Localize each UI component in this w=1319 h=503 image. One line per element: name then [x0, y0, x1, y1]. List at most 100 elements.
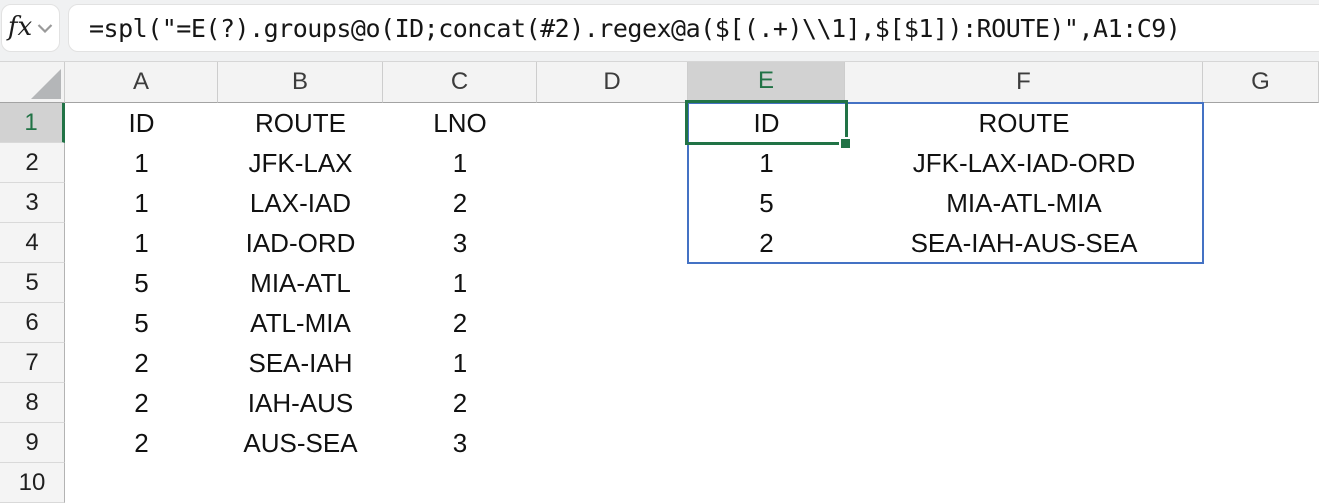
cell-A4[interactable]: 1 [65, 223, 218, 263]
cell-A5[interactable]: 5 [65, 263, 218, 303]
cell-A8[interactable]: 2 [65, 383, 218, 423]
fill-handle[interactable] [839, 137, 852, 150]
row-header-9[interactable]: 9 [0, 423, 65, 463]
cell-D4[interactable] [537, 223, 688, 263]
cell-C10[interactable] [383, 463, 537, 503]
cell-A2[interactable]: 1 [65, 143, 218, 183]
cell-F4[interactable]: SEA-IAH-AUS-SEA [845, 223, 1203, 263]
cell-G2[interactable] [1203, 143, 1319, 183]
cell-E2[interactable]: 1 [688, 143, 845, 183]
cell-G10[interactable] [1203, 463, 1319, 503]
cell-C1[interactable]: LNO [383, 103, 537, 143]
cell-A9[interactable]: 2 [65, 423, 218, 463]
cell-D1[interactable] [537, 103, 688, 143]
cell-G5[interactable] [1203, 263, 1319, 303]
cell-F5[interactable] [845, 263, 1203, 303]
formula-input[interactable]: =spl("=E(?).groups@o(ID;concat(#2).regex… [68, 4, 1319, 52]
cell-E3[interactable]: 5 [688, 183, 845, 223]
cell-G7[interactable] [1203, 343, 1319, 383]
cell-B1[interactable]: ROUTE [218, 103, 383, 143]
column-header-G[interactable]: G [1203, 62, 1319, 103]
cell-A6[interactable]: 5 [65, 303, 218, 343]
cell-B5[interactable]: MIA-ATL [218, 263, 383, 303]
cell-C9[interactable]: 3 [383, 423, 537, 463]
cell-F1[interactable]: ROUTE [845, 103, 1203, 143]
cell-D7[interactable] [537, 343, 688, 383]
cell-D2[interactable] [537, 143, 688, 183]
cell-C2[interactable]: 1 [383, 143, 537, 183]
column-header-C[interactable]: C [383, 62, 537, 103]
cell-C3[interactable]: 2 [383, 183, 537, 223]
cell-C5[interactable]: 1 [383, 263, 537, 303]
cell-F9[interactable] [845, 423, 1203, 463]
cell-A1[interactable]: ID [65, 103, 218, 143]
select-all-button[interactable] [0, 62, 65, 103]
row-header-5[interactable]: 5 [0, 263, 65, 303]
cell-E8[interactable] [688, 383, 845, 423]
cell-B9[interactable]: AUS-SEA [218, 423, 383, 463]
row-header-7[interactable]: 7 [0, 343, 65, 383]
cell-E4[interactable]: 2 [688, 223, 845, 263]
cell-E1[interactable]: ID [688, 103, 845, 143]
cell-G3[interactable] [1203, 183, 1319, 223]
column-header-F[interactable]: F [845, 62, 1203, 103]
cell-D6[interactable] [537, 303, 688, 343]
column-header-D[interactable]: D [537, 62, 688, 103]
column-header-B[interactable]: B [218, 62, 383, 103]
cell-E5[interactable] [688, 263, 845, 303]
cell-F3[interactable]: MIA-ATL-MIA [845, 183, 1203, 223]
cell-D9[interactable] [537, 423, 688, 463]
fx-button[interactable]: fx [1, 4, 60, 52]
row-header-2[interactable]: 2 [0, 143, 65, 183]
chevron-down-icon [37, 23, 53, 33]
cell-B10[interactable] [218, 463, 383, 503]
row-header-4[interactable]: 4 [0, 223, 65, 263]
row-header-6[interactable]: 6 [0, 303, 65, 343]
cell-D5[interactable] [537, 263, 688, 303]
cell-B3[interactable]: LAX-IAD [218, 183, 383, 223]
cell-C6[interactable]: 2 [383, 303, 537, 343]
cell-G1[interactable] [1203, 103, 1319, 143]
cell-E10[interactable] [688, 463, 845, 503]
cell-C8[interactable]: 2 [383, 383, 537, 423]
cell-B8[interactable]: IAH-AUS [218, 383, 383, 423]
cell-A3[interactable]: 1 [65, 183, 218, 223]
cell-G9[interactable] [1203, 423, 1319, 463]
cell-B2[interactable]: JFK-LAX [218, 143, 383, 183]
cell-G4[interactable] [1203, 223, 1319, 263]
cell-E6[interactable] [688, 303, 845, 343]
row-header-3[interactable]: 3 [0, 183, 65, 223]
cell-D3[interactable] [537, 183, 688, 223]
cell-B6[interactable]: ATL-MIA [218, 303, 383, 343]
cell-F10[interactable] [845, 463, 1203, 503]
cell-B4[interactable]: IAD-ORD [218, 223, 383, 263]
cell-G6[interactable] [1203, 303, 1319, 343]
row-header-10[interactable]: 10 [0, 463, 65, 503]
cell-F2[interactable]: JFK-LAX-IAD-ORD [845, 143, 1203, 183]
cell-E7[interactable] [688, 343, 845, 383]
cell-F7[interactable] [845, 343, 1203, 383]
cell-D8[interactable] [537, 383, 688, 423]
cell-A10[interactable] [65, 463, 218, 503]
cell-D10[interactable] [537, 463, 688, 503]
row-header-8[interactable]: 8 [0, 383, 65, 423]
cell-C4[interactable]: 3 [383, 223, 537, 263]
column-header-E[interactable]: E [688, 62, 845, 103]
cell-F8[interactable] [845, 383, 1203, 423]
cell-A7[interactable]: 2 [65, 343, 218, 383]
row-header-1[interactable]: 1 [0, 103, 65, 143]
row-10: 10 [0, 463, 1319, 503]
cell-B7[interactable]: SEA-IAH [218, 343, 383, 383]
formula-text: =spl("=E(?).groups@o(ID;concat(#2).regex… [89, 13, 1181, 43]
column-header-A[interactable]: A [65, 62, 218, 103]
cell-E9[interactable] [688, 423, 845, 463]
cell-F6[interactable] [845, 303, 1203, 343]
cell-C7[interactable]: 1 [383, 343, 537, 383]
cell-G8[interactable] [1203, 383, 1319, 423]
